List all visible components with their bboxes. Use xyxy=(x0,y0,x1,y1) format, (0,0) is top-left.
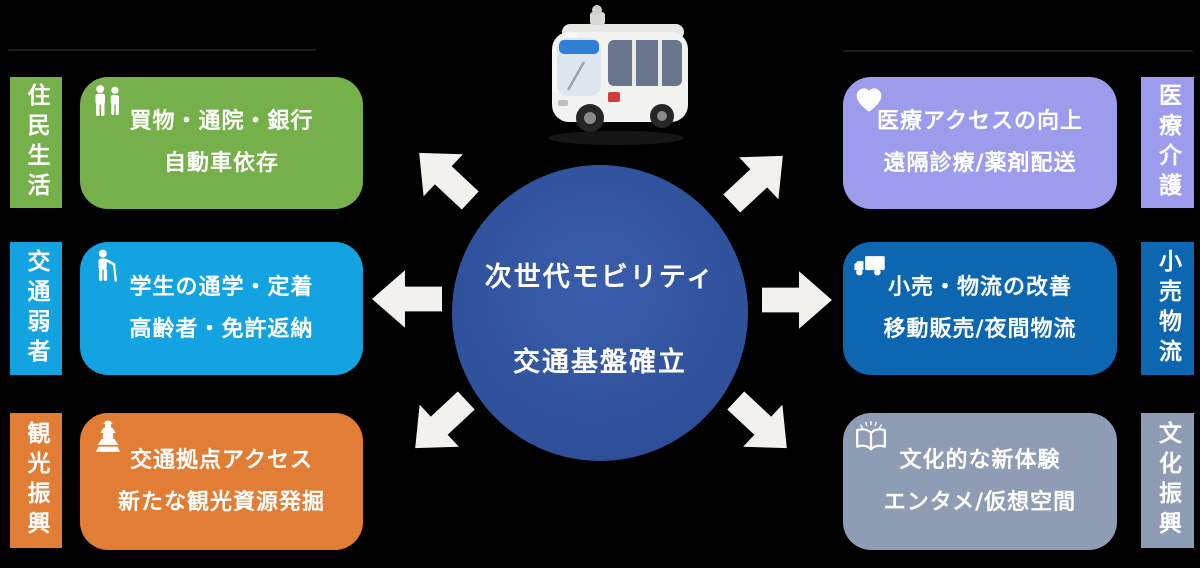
autonomous-shuttle-image xyxy=(548,5,688,145)
card-transport-vulnerable-line2: 高齢者・免許返納 xyxy=(129,316,314,342)
open-book-icon xyxy=(856,420,886,451)
card-culture-line2: エンタメ/仮想空間 xyxy=(883,489,1077,515)
card-medical-line2: 遠隔診療/薬剤配送 xyxy=(883,151,1077,176)
card-residents: 買物・通院・銀行 自動車依存 xyxy=(80,77,363,209)
card-transport-vulnerable: 学生の通学・定着 高齢者・免許返納 xyxy=(80,242,363,375)
card-retail-line2: 移動販売/夜間物流 xyxy=(883,316,1077,342)
card-medical: 医療アクセスの向上 遠隔診療/薬剤配送 xyxy=(843,77,1117,209)
category-label-transport-vulnerable: 交通弱者 xyxy=(10,242,62,375)
card-residents-line2: 自動車依存 xyxy=(163,151,279,176)
category-label-retail: 小売物流 xyxy=(1141,242,1194,375)
card-retail-line1: 小売・物流の改善 xyxy=(887,274,1072,300)
heart-icon xyxy=(856,88,882,112)
category-label-culture: 文化振興 xyxy=(1141,413,1194,548)
arrow-to-transport-vulnerable xyxy=(370,266,442,332)
category-label-medical: 医療介護 xyxy=(1141,77,1194,208)
card-retail: 小売・物流の改善 移動販売/夜間物流 xyxy=(843,242,1117,375)
card-culture-line1: 文化的な新体験 xyxy=(899,447,1061,473)
category-label-tourism: 観光振興 xyxy=(10,413,62,548)
card-residents-line1: 買物・通院・銀行 xyxy=(129,109,314,134)
castle-icon xyxy=(95,420,121,452)
central-goal-line2: 交通基盤確立 xyxy=(513,347,687,378)
category-label-residents: 住民生活 xyxy=(10,77,62,208)
arrow-to-culture xyxy=(713,376,811,473)
arrow-to-medical xyxy=(709,130,807,227)
card-transport-vulnerable-line1: 学生の通学・定着 xyxy=(129,274,314,300)
arrow-to-residents xyxy=(395,127,493,224)
people-icon xyxy=(95,85,120,116)
top-divider-left xyxy=(8,49,316,51)
card-medical-line1: 医療アクセスの向上 xyxy=(877,109,1083,134)
card-culture: 文化的な新体験 エンタメ/仮想空間 xyxy=(843,413,1117,550)
top-divider-right xyxy=(843,50,1193,52)
central-goal-circle: 次世代モビリティ 交通基盤確立 xyxy=(452,165,748,461)
truck-icon xyxy=(854,256,885,276)
card-tourism-line1: 交通拠点アクセス xyxy=(130,447,313,473)
card-tourism-line2: 新たな観光資源発掘 xyxy=(117,489,325,515)
card-tourism: 交通拠点アクセス 新たな観光資源発掘 xyxy=(80,413,363,550)
arrow-to-retail xyxy=(762,267,834,333)
central-goal-line1: 次世代モビリティ xyxy=(484,262,716,293)
elderly-person-icon xyxy=(98,249,117,282)
arrow-to-tourism xyxy=(391,376,489,473)
